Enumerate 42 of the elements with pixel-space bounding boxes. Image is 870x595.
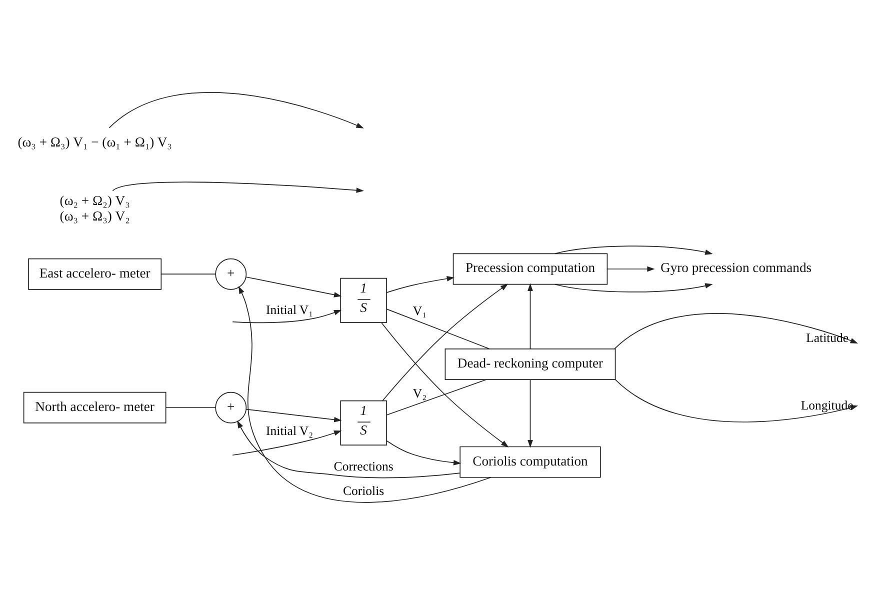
node-circle: + [215,258,247,290]
connector [160,274,216,275]
node-box: 1 S [340,278,387,323]
connector [166,407,216,408]
edge-label: Latitude [806,331,849,345]
arrow [238,286,492,503]
arrow [112,182,364,193]
arrow [232,310,342,324]
arrow [528,379,533,448]
connector [386,308,490,350]
arrow [246,276,342,298]
edge-label: V₁ [412,304,427,318]
node-box: East accelero- meter [28,258,162,290]
arrow [108,92,364,128]
arrow [386,276,454,294]
node-text: (ω₃ + Ω₃) V₁ − (ω₁ + Ω₁) V₃ [18,134,172,150]
connector [386,379,487,416]
arrow [382,284,508,402]
edge-label: Coriolis [343,484,384,498]
node-box: North accelero- meter [23,392,166,424]
node-circle: + [215,392,247,424]
arrow [554,246,713,255]
edge-label: Longitude [800,398,854,413]
arrow [554,283,713,292]
arrow [606,266,655,272]
node-box: Precession computation [452,253,608,285]
node-box: Dead- reckoning computer [444,348,616,380]
arrow [614,313,858,350]
edge-label: Corrections [334,460,394,474]
arrow [386,440,462,466]
arrow [246,408,342,422]
arrow [381,322,509,448]
edge-label: Initial V₂ [266,424,314,438]
arrow [237,420,460,478]
edge-label: V₂ [412,386,427,400]
node-box: 1 S [340,400,387,446]
arrow [528,283,533,350]
node-text: Gyro precession commands [660,260,812,276]
edge-label: Initial V₁ [266,303,314,318]
node-box: Coriolis computation [460,446,601,478]
node-text: (ω₂ + Ω₂) V₃ (ω₃ + Ω₃) V₂ [60,193,130,224]
arrow [232,430,342,456]
